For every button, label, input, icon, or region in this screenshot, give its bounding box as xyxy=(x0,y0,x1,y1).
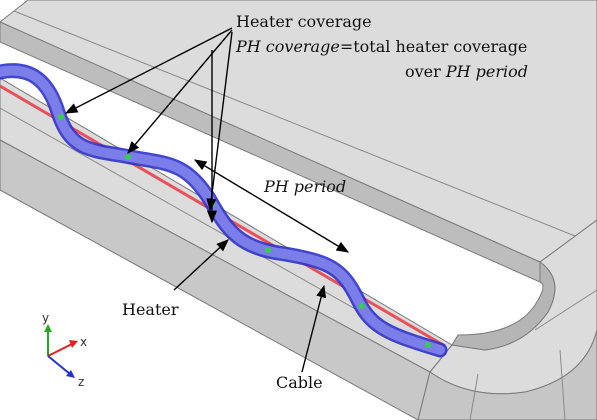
coverage-arrow-2 xyxy=(127,29,233,154)
ph-coverage-definition: PH coverage=total heater coverage xyxy=(235,37,527,56)
u-bend-seam-3 xyxy=(534,289,597,331)
ph-coverage-def: =total heater coverage xyxy=(340,37,528,56)
coverage-mark xyxy=(425,342,431,348)
coverage-mark xyxy=(265,247,271,253)
ph-period-var: PH period xyxy=(445,62,528,81)
u-bend-seam-2 xyxy=(559,349,566,420)
heater-coverage-label: Heater coverage xyxy=(236,12,372,31)
z-axis-arrow xyxy=(47,355,71,375)
u-bend-front-face xyxy=(417,329,597,420)
u-bend-inner-wall xyxy=(451,261,556,351)
heater-arrow xyxy=(173,239,229,291)
cable-arrow xyxy=(301,284,327,373)
cable-label: Cable xyxy=(276,373,323,392)
y-axis-label: y xyxy=(42,311,49,325)
lower-arm-front-face xyxy=(0,139,431,420)
x-axis-label: x xyxy=(80,335,87,349)
over-ph-period-line: over PH period xyxy=(405,62,528,81)
coverage-arrow-1 xyxy=(64,27,233,114)
axis-triad: y x z xyxy=(42,311,87,389)
x-axis-arrow xyxy=(47,343,73,357)
upper-arm-seam xyxy=(13,10,581,239)
coverage-mark xyxy=(58,114,64,120)
heater-label: Heater xyxy=(122,300,179,319)
coverage-mark xyxy=(359,303,365,309)
ph-coverage-var: PH coverage xyxy=(235,37,340,56)
z-axis-label: z xyxy=(78,375,84,389)
coverage-mark xyxy=(125,154,131,160)
ph-period-arrow xyxy=(193,159,350,253)
over-text: over xyxy=(405,62,446,81)
u-bend-seam-1 xyxy=(469,373,479,420)
ph-period-label: PH period xyxy=(263,177,346,196)
